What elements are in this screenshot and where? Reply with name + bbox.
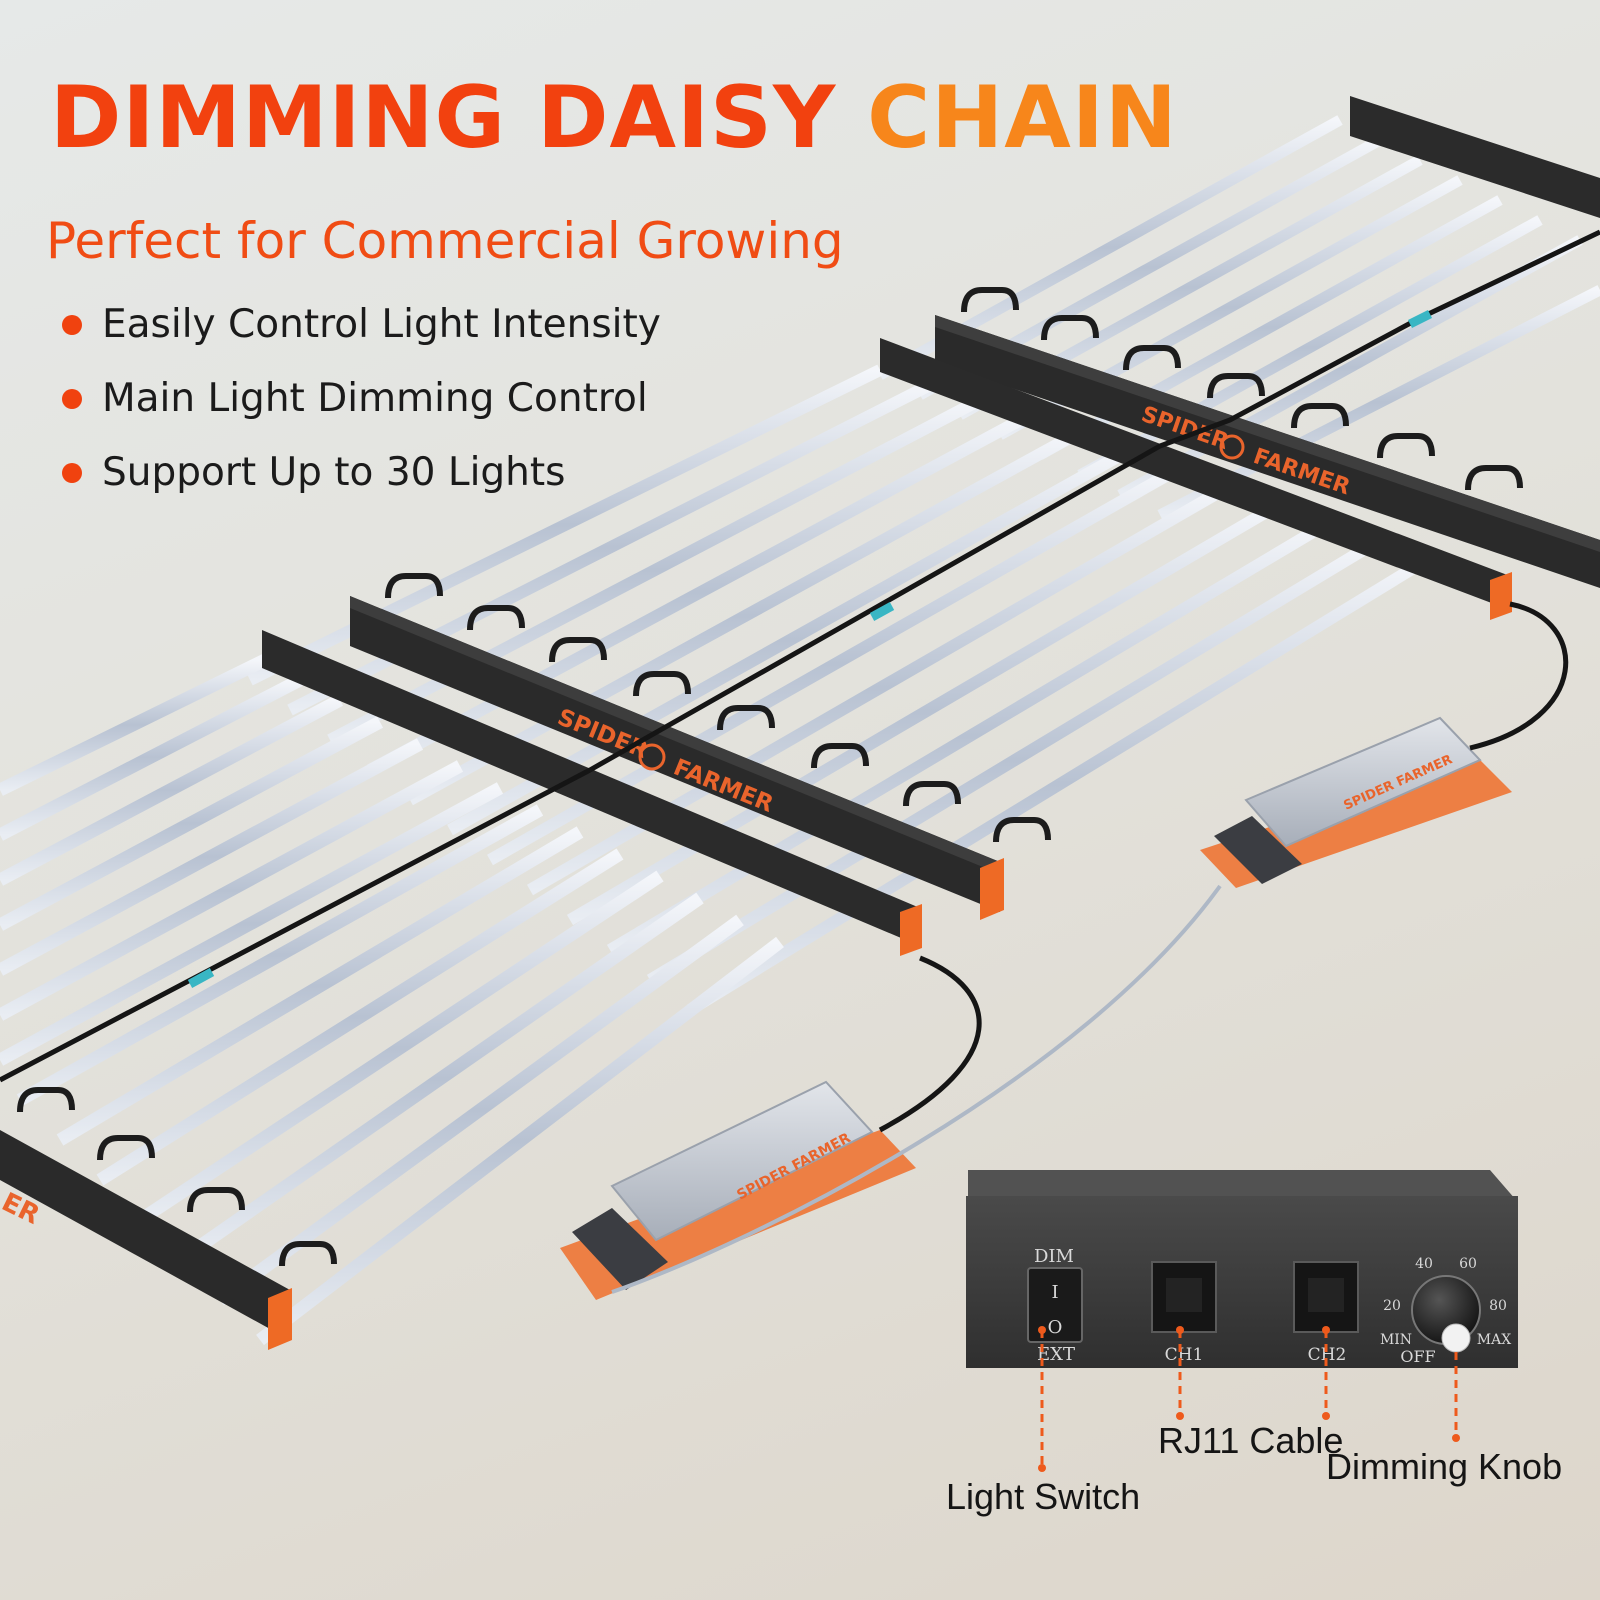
bullet-dot-icon [62, 389, 82, 409]
callout-dimming-knob: Dimming Knob [1326, 1446, 1563, 1487]
feature-text: Main Light Dimming Control [102, 376, 648, 421]
driver-back: SPIDER FARMER [1200, 716, 1512, 888]
port-ch1-label: CH1 [1165, 1345, 1204, 1365]
knob-min-label: MIN [1380, 1332, 1412, 1348]
headline-word-3: CHAIN [867, 68, 1178, 168]
knob-tick-20: 20 [1383, 1298, 1401, 1314]
feature-text: Easily Control Light Intensity [102, 302, 661, 347]
grow-light-1: ER [0, 630, 922, 1350]
knob-tick-40: 40 [1415, 1256, 1433, 1272]
feature-list: Easily Control Light Intensity Main Ligh… [58, 300, 661, 522]
grow-light-2: SPIDER FARMER [247, 287, 1523, 1016]
callout-light-switch: Light Switch [946, 1476, 1141, 1517]
subtitle: Perfect for Commercial Growing [46, 212, 844, 270]
headline-word-1: DIMMING [50, 68, 507, 168]
headline-word-2: DAISY [537, 68, 837, 168]
headline: DIMMING DAISY CHAIN [50, 68, 1178, 168]
switch-on-symbol: I [1051, 1282, 1058, 1303]
rj11-port-icon: CH1 [1151, 1261, 1217, 1365]
grow-light-3: SPIDER FARMER [877, 96, 1600, 588]
bullet-dot-icon [62, 315, 82, 335]
feature-item: Easily Control Light Intensity [58, 300, 661, 374]
switch-top-label: DIM [1034, 1246, 1074, 1267]
daisy-chain-cables [0, 229, 1600, 1294]
knob-tick-60: 60 [1459, 1256, 1477, 1272]
knob-tick-80: 80 [1489, 1298, 1507, 1314]
toggle-switch-icon: DIM I O EXT [1027, 1246, 1083, 1365]
driver-front: SPIDER FARMER [560, 1080, 916, 1300]
callout-rj11-cable: RJ11 Cable [1158, 1420, 1344, 1461]
feature-text: Support Up to 30 Lights [102, 450, 566, 495]
port-ch2-label: CH2 [1308, 1345, 1347, 1365]
switch-off-symbol: O [1048, 1317, 1063, 1338]
rj11-port-icon: CH2 [1293, 1261, 1359, 1365]
bullet-dot-icon [62, 463, 82, 483]
knob-max-label: MAX [1477, 1332, 1511, 1348]
knob-off-label: OFF [1400, 1347, 1435, 1366]
dial-knob-icon: 20 40 60 80 MIN MAX OFF [1380, 1256, 1511, 1366]
switch-bottom-label: EXT [1037, 1344, 1075, 1365]
feature-item: Support Up to 30 Lights [58, 448, 661, 522]
feature-item: Main Light Dimming Control [58, 374, 661, 448]
callout-leaders [1040, 1330, 1458, 1468]
callout-dots [1038, 1326, 1460, 1472]
